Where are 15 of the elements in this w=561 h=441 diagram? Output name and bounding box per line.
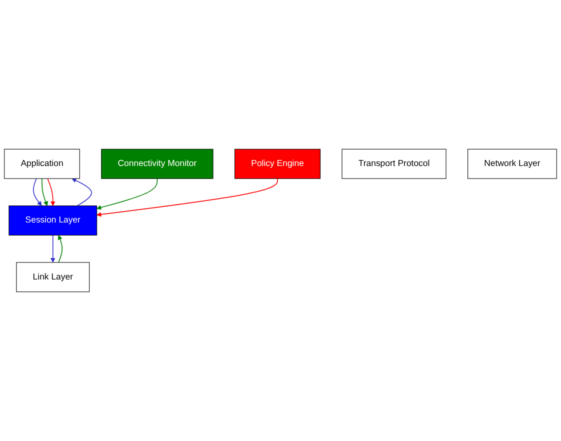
node-box: Session Layer <box>8 206 98 236</box>
node-box: Network Layer <box>468 148 557 179</box>
node-box: Connectivity Monitor <box>101 148 214 179</box>
node-box: Transport Protocol <box>342 148 446 179</box>
arrow <box>96 178 158 210</box>
node-box: Link Layer <box>16 262 90 292</box>
node-box: Application <box>4 148 80 179</box>
arrow <box>32 178 42 206</box>
arrow <box>42 178 48 206</box>
arrow <box>72 178 92 206</box>
arrow <box>96 178 278 217</box>
arrow <box>58 234 63 263</box>
arrow <box>47 178 56 206</box>
node-box: Policy Engine <box>234 148 321 179</box>
arrow <box>50 234 56 263</box>
